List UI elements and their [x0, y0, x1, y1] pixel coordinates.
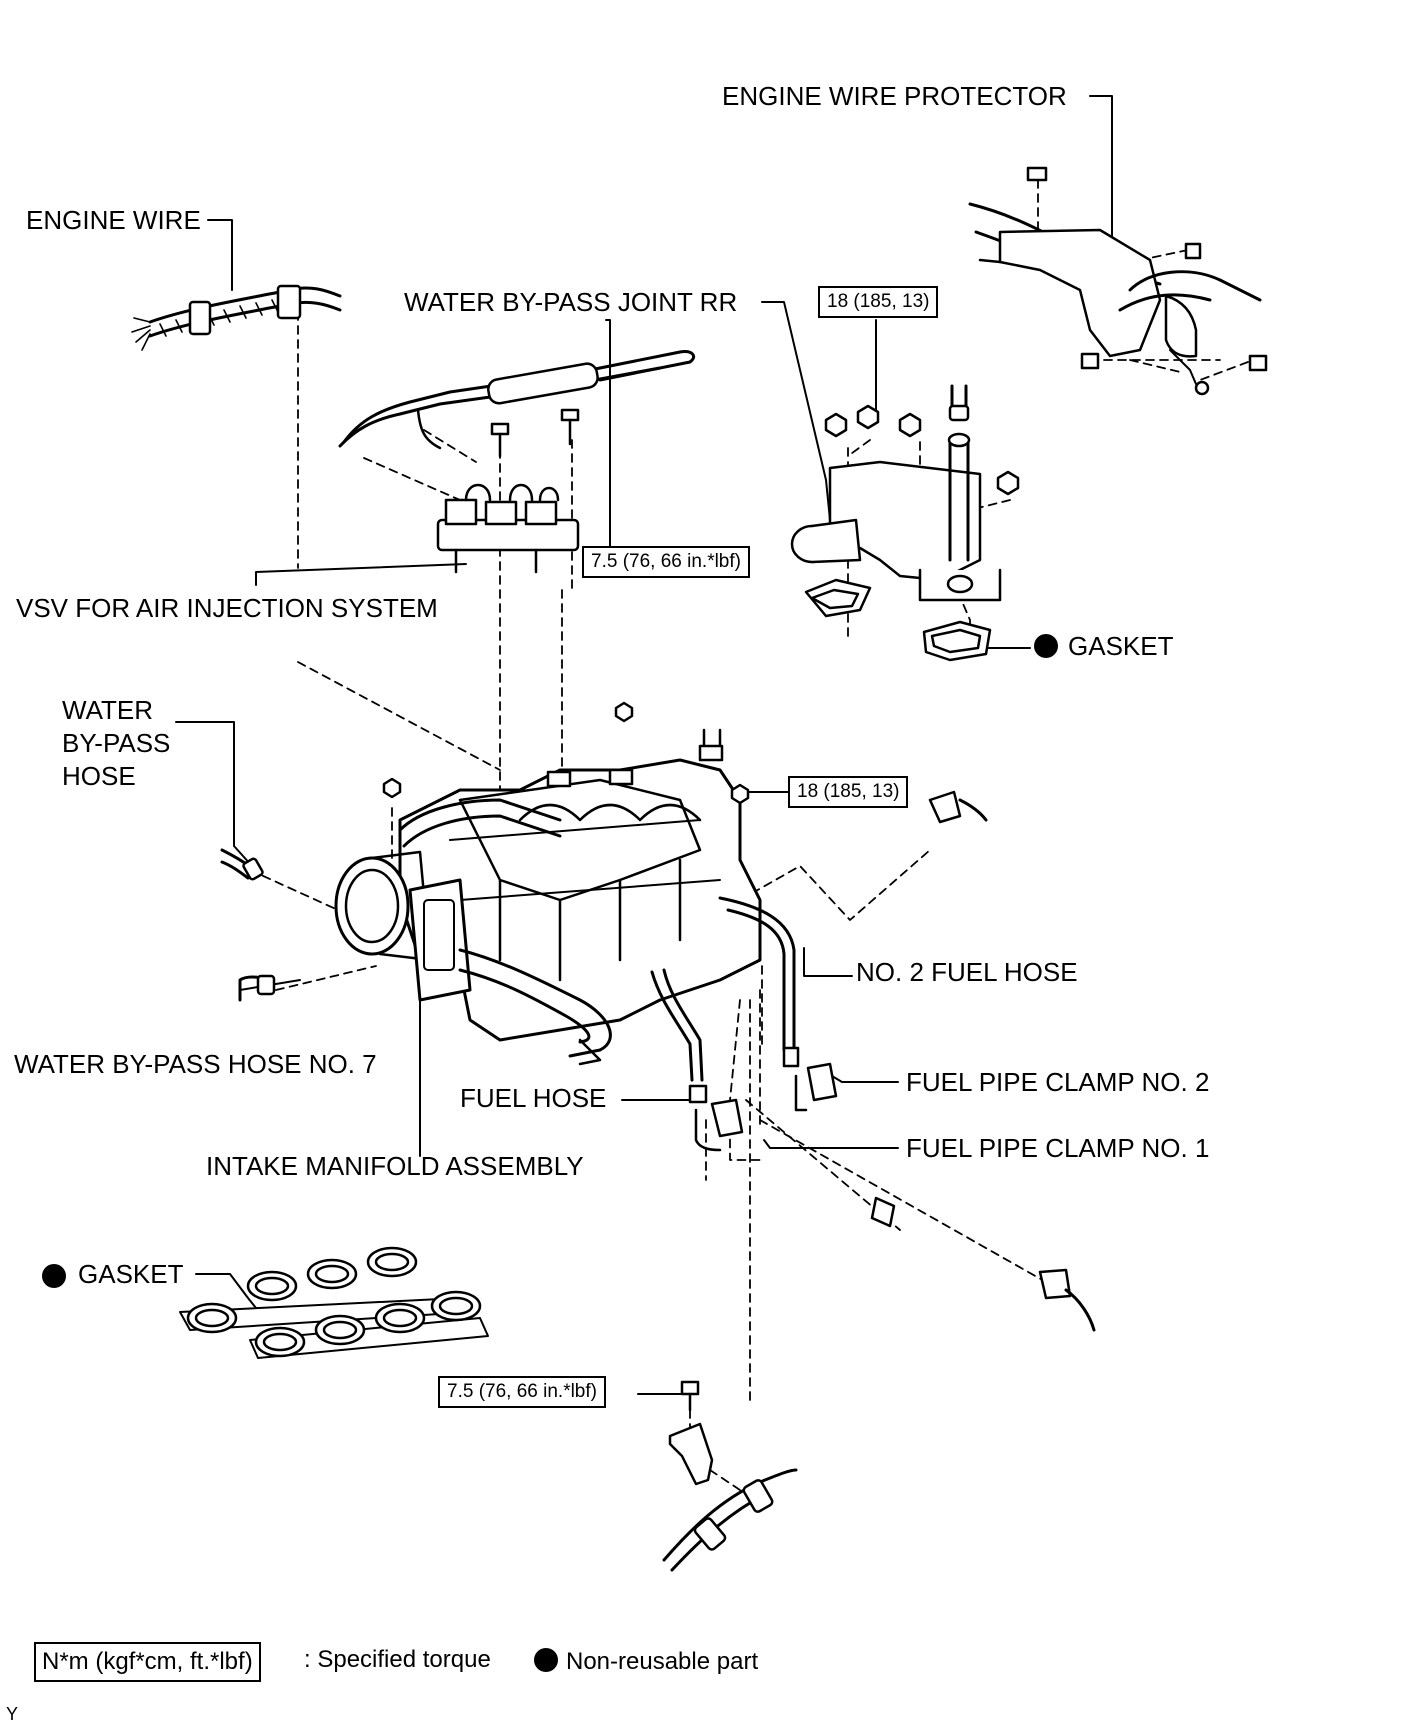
label-fuel-pipe-clamp-no1: FUEL PIPE CLAMP NO. 1	[906, 1133, 1210, 1163]
label-water-bypass-hose-line2: BY-PASS	[62, 728, 171, 758]
nonreusable-dot-icon	[1034, 634, 1058, 658]
engine-wire-harness	[131, 284, 342, 351]
torque-manifold-nut: 18 (185, 13)	[788, 776, 909, 808]
fuel-hose-part	[650, 968, 708, 1104]
water-bypass-hose-part	[220, 848, 264, 881]
label-water-bypass-hose-line3: HOSE	[62, 761, 136, 791]
label-engine-wire-protector: ENGINE WIRE PROTECTOR	[722, 81, 1067, 111]
joint-nuts	[824, 404, 1020, 496]
nonreusable-dot-icon	[42, 1264, 66, 1288]
label-fuel-hose: FUEL HOSE	[460, 1083, 607, 1113]
water-bypass-joint-rr	[790, 384, 1002, 602]
label-gasket-upper: GASKET	[1068, 631, 1174, 661]
label-vsv-air-injection: VSV FOR AIR INJECTION SYSTEM	[16, 593, 438, 623]
manifold-nuts	[382, 701, 750, 805]
vsv-bolts	[490, 408, 580, 458]
engine-wire-protector-part	[968, 202, 1262, 396]
corner-mark: Y	[6, 1704, 19, 1724]
legend-torque-box: N*m (kgf*cm, ft.*lbf)	[34, 1642, 261, 1682]
label-water-bypass-hose-line1: WATER	[62, 695, 153, 725]
label-no2-fuel-hose: NO. 2 FUEL HOSE	[856, 957, 1078, 987]
label-water-bypass-hose-no7: WATER BY-PASS HOSE NO. 7	[14, 1049, 377, 1079]
fuel-pipe-clamps	[694, 1062, 838, 1152]
joint-gaskets	[804, 578, 992, 662]
water-bypass-hose-no7-part	[238, 974, 276, 1002]
label-intake-manifold-assembly: INTAKE MANIFOLD ASSEMBLY	[206, 1151, 584, 1181]
label-engine-wire: ENGINE WIRE	[26, 205, 201, 235]
legend-torque-text: : Specified torque	[304, 1646, 491, 1673]
torque-bracket-bolt: 7.5 (76, 66 in.*lbf)	[438, 1376, 606, 1408]
legend-nonreusable-text: Non-reusable part	[566, 1648, 759, 1675]
torque-joint-nut: 18 (185, 13)	[818, 286, 939, 318]
bottom-bracket-and-wire	[662, 1380, 798, 1572]
legend-nonreusable-dot-icon	[534, 1648, 558, 1672]
right-connectors	[870, 790, 1096, 1332]
no2-fuel-hose-part	[718, 896, 800, 1068]
throttle-body	[334, 850, 472, 1002]
label-water-bypass-joint-rr: WATER BY-PASS JOINT RR	[404, 287, 738, 317]
label-fuel-pipe-clamp-no2: FUEL PIPE CLAMP NO. 2	[906, 1067, 1210, 1097]
intake-gaskets	[179, 1246, 489, 1359]
label-gasket-lower: GASKET	[78, 1259, 184, 1289]
protector-bolts	[1026, 166, 1268, 372]
vsv-air-injection	[338, 350, 696, 574]
manifold-hoses	[398, 798, 612, 1066]
torque-vsv-bolt: 7.5 (76, 66 in.*lbf)	[582, 546, 750, 578]
intake-manifold-body	[398, 758, 762, 1042]
